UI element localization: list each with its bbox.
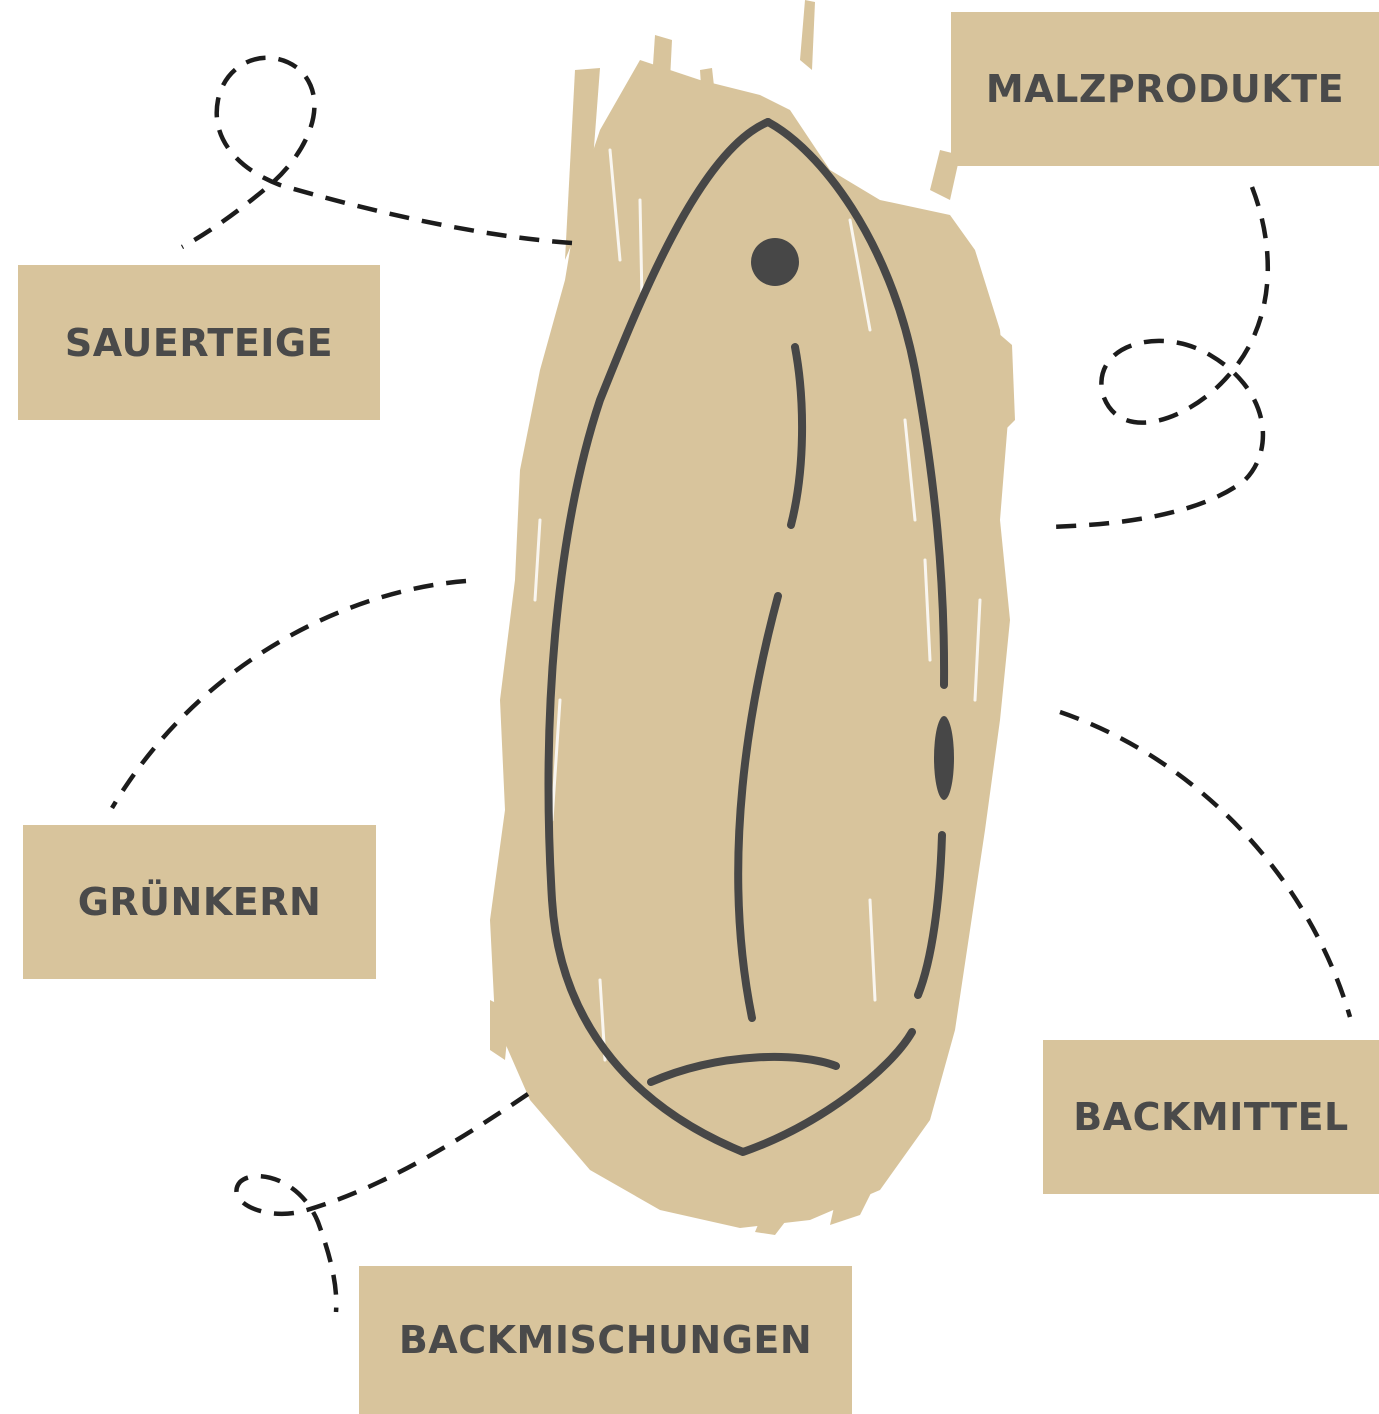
connector-sauerteige xyxy=(182,58,572,247)
label-backmittel-text: BACKMITTEL xyxy=(1073,1095,1349,1139)
label-backmischungen-text: BACKMISCHUNGEN xyxy=(399,1318,812,1362)
label-malzprodukte-text: MALZPRODUKTE xyxy=(986,67,1344,111)
label-malzprodukte: MALZPRODUKTE xyxy=(951,12,1379,166)
connector-backmittel xyxy=(1060,712,1350,1017)
label-backmittel: BACKMITTEL xyxy=(1043,1040,1379,1194)
label-sauerteige: SAUERTEIGE xyxy=(18,265,380,420)
label-gruenkern-text: GRÜNKERN xyxy=(78,880,322,924)
connector-malzprodukte xyxy=(1048,187,1268,527)
label-sauerteige-text: SAUERTEIGE xyxy=(65,321,333,365)
grain-germ-dot xyxy=(751,238,799,286)
paint-splash xyxy=(490,0,1015,1235)
label-gruenkern: GRÜNKERN xyxy=(23,825,376,979)
label-backmischungen: BACKMISCHUNGEN xyxy=(359,1266,852,1414)
connector-gruenkern xyxy=(112,581,466,808)
grain-side-mark xyxy=(934,716,954,800)
